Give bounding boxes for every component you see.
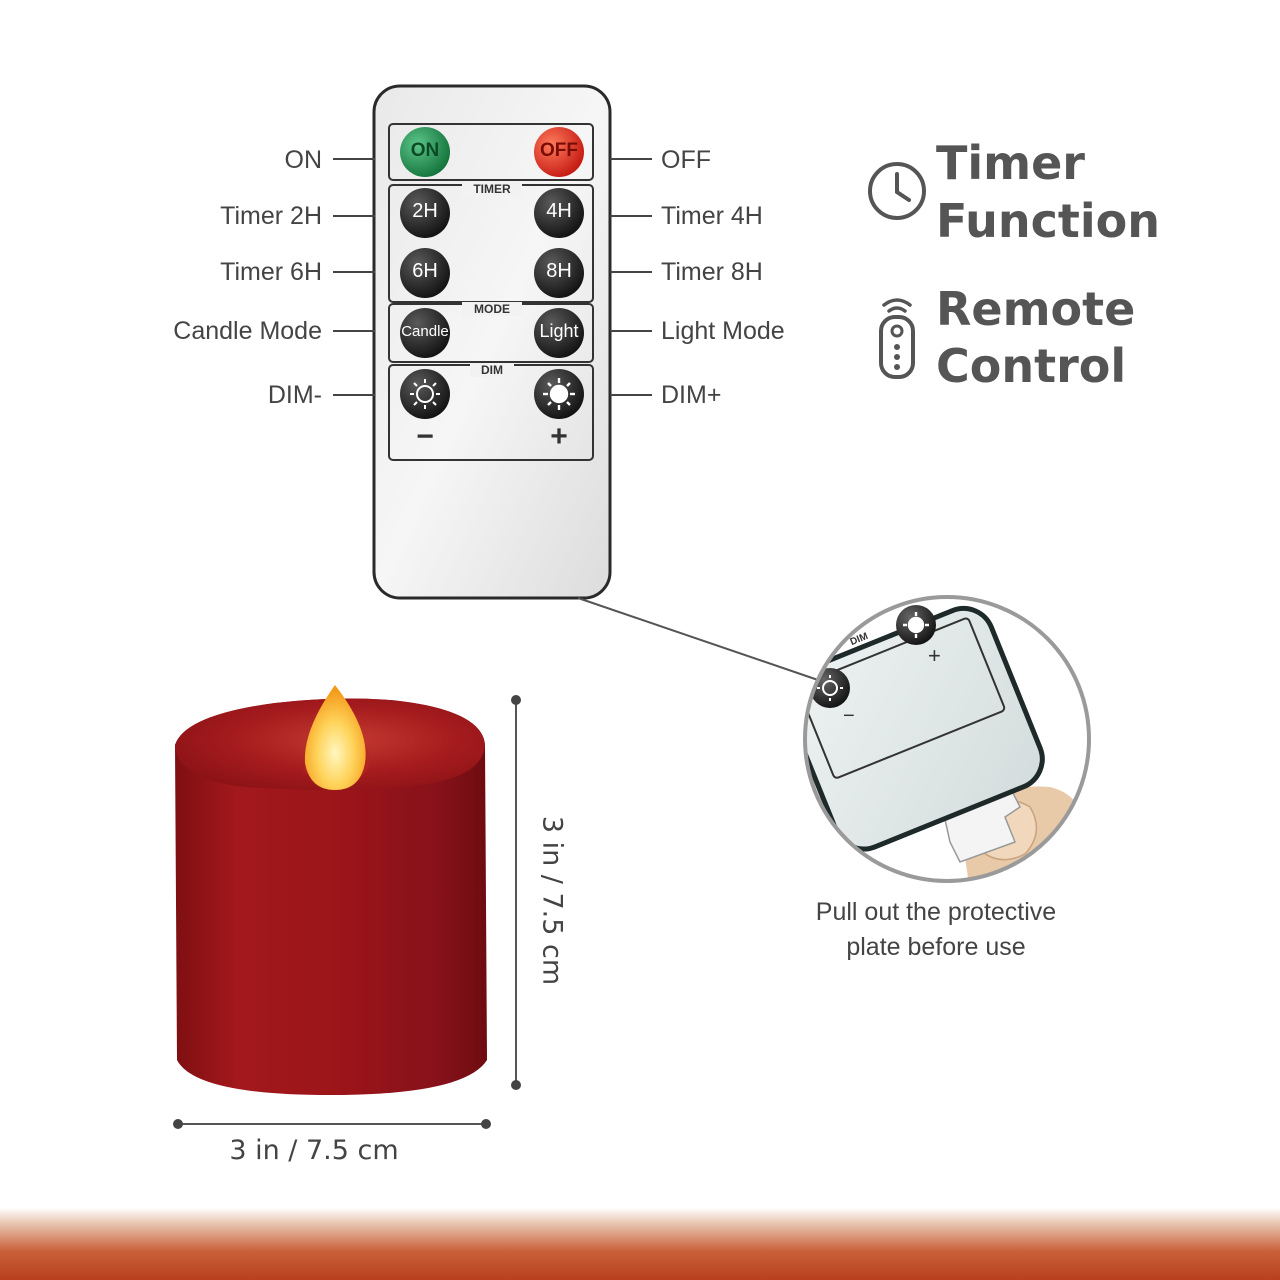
feature-timer-line1: Timer (936, 136, 1085, 190)
protective-plate-caption: Pull out the protective plate before use (760, 895, 1112, 965)
label-timer-2h: Timer 2H (220, 202, 322, 230)
leader-line (610, 330, 652, 332)
timer-2h-button[interactable] (400, 188, 450, 238)
feature-remote-line1: Remote (936, 282, 1136, 336)
clock-icon (868, 162, 926, 220)
height-dimension-line (511, 695, 521, 1090)
timer-6h-button[interactable] (400, 248, 450, 298)
label-candle-mode: Candle Mode (173, 317, 322, 345)
timer-2h-label: 2H (412, 200, 438, 222)
timer-4h-button[interactable] (534, 188, 584, 238)
leader-line (610, 215, 652, 217)
brightness-high-icon (543, 378, 575, 410)
zoom-plus-sign: + (928, 643, 941, 668)
label-off: OFF (661, 146, 711, 174)
feature-remote-line2: Control (936, 339, 1127, 393)
flame-icon (304, 685, 366, 790)
on-button[interactable] (400, 127, 450, 177)
label-light-mode: Light Mode (661, 317, 785, 345)
off-button-label: OFF (540, 140, 578, 161)
timer-6h-label: 6H (412, 260, 438, 282)
label-timer-4h: Timer 4H (661, 202, 763, 230)
candle-illustration (175, 685, 487, 1095)
candle-mode-label: Candle (401, 323, 449, 340)
dim-minus-sign: − (416, 420, 434, 453)
leader-line (610, 271, 652, 273)
off-button[interactable] (534, 127, 584, 177)
width-dimension-label: 3 in / 7.5 cm (229, 1135, 399, 1166)
label-dim-minus: DIM- (267, 381, 322, 409)
mode-section-label: MODE (462, 302, 522, 316)
leader-line (333, 330, 375, 332)
light-mode-label: Light (539, 321, 579, 341)
timer-8h-label: 8H (546, 260, 572, 282)
brightness-low-icon (410, 379, 440, 409)
dim-plus-sign: + (550, 420, 568, 453)
protective-plate-zoom (803, 595, 1091, 883)
light-mode-button[interactable] (534, 308, 584, 358)
label-timer-6h: Timer 6H (220, 258, 322, 286)
remote-control-icon (879, 298, 915, 379)
bottom-color-band (0, 1208, 1280, 1280)
label-timer-8h: Timer 8H (661, 258, 763, 286)
timer-8h-button[interactable] (534, 248, 584, 298)
caption-line-2: plate before use (846, 933, 1026, 961)
label-on: ON (284, 146, 323, 174)
dim-section-label: DIM (470, 363, 514, 377)
label-dim-plus: DIM+ (661, 381, 722, 409)
leader-line (333, 158, 375, 160)
on-button-label: ON (410, 140, 440, 161)
leader-line (333, 215, 375, 217)
width-dimension-line (173, 1119, 491, 1129)
leader-line (333, 271, 375, 273)
height-dimension-label: 3 in / 7.5 cm (536, 815, 568, 986)
timer-section-label: TIMER (462, 182, 522, 196)
leader-line (333, 394, 375, 396)
callout-connector-line (577, 597, 819, 681)
dim-minus-button[interactable] (400, 369, 450, 419)
candle-mode-button[interactable] (400, 308, 450, 358)
leader-line (610, 158, 652, 160)
leader-line (610, 394, 652, 396)
remote-control-illustration (372, 84, 612, 600)
timer-4h-label: 4H (546, 200, 572, 222)
feature-timer-line2: Function (936, 194, 1161, 248)
zoom-minus-sign: − (843, 705, 855, 727)
caption-line-1: Pull out the protective (815, 898, 1057, 926)
